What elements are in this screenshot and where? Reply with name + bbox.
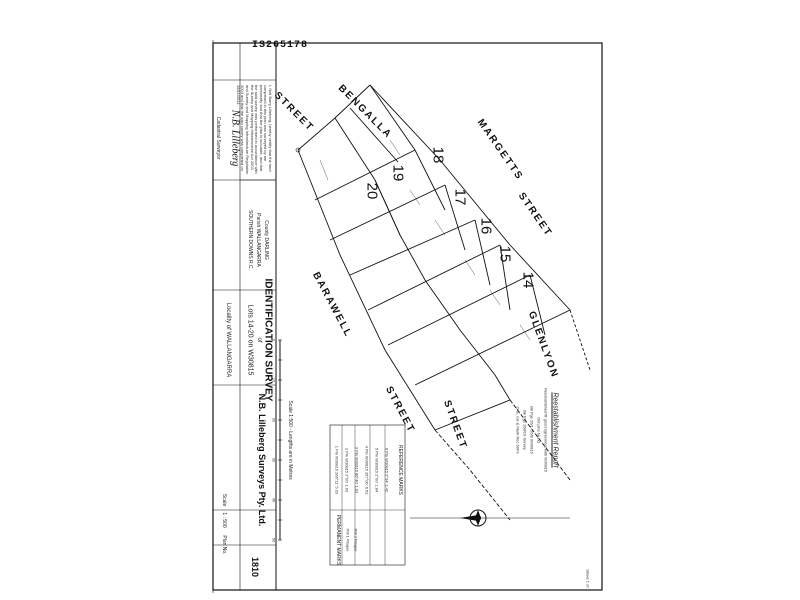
plan-lga: SOUTHERN DOWNS R.C. [247,210,253,270]
parcel-lines [297,84,591,521]
north-arrow-icon [410,509,570,527]
plan-parish: Parish WALLANGARRA [255,213,261,267]
lot-number: 17 [451,188,469,206]
table-row: 5 Pin W30815 2°00' 1.84 [374,447,380,493]
plan-number: 1810 [250,556,260,578]
survey-plan-drawing [212,40,603,593]
scale-tick-label: 0 [271,338,277,342]
plan-title-of: of [256,337,262,343]
signature-caption: Cadastral Surveyor [215,116,221,160]
plan-county: County DARLING [263,220,269,260]
company-name: N.B. Lilleberg Surveys Pty. Ltd. [257,393,267,527]
sheet-info: Sheet 1 of 1 [585,569,591,591]
scale-note: Scale 1:500 - Lengths are in Metres [287,400,293,480]
permanent-mark-row: PM 2 Plaque [353,528,359,552]
reestablishment-line: Old pins found [536,417,542,443]
survey-plan-sheet: IS265178 BENGALLA STREET MARGETTS STREET… [210,40,605,593]
reestablishment-line: Bk Pgs 168/19 Survey [522,410,528,450]
scale-tick-label: 50 [271,537,277,543]
surveyor-signature: N.B. Lilleberg [229,109,241,167]
reestablishment-heading: Reestablishment Report [551,392,559,468]
lot-number: 15 [496,245,514,263]
reestablishment-line: Orts, cut & Mark Rec 60Ps [515,406,521,454]
reference-marks-heading: REFERENCE MARKS [397,444,403,496]
permanent-marks-heading: PERMANENT MARKS [335,514,341,566]
scale-tick-label: 20 [271,417,277,423]
table-row: 6 Pin W30815 3°34' 2.42 [384,447,390,493]
margetts-frontage [369,84,571,311]
surveyor-certificate: I, Neil Barry Lilleberg, hereby certify … [235,85,273,175]
plan-locality: Locality of WALLANGARRA [225,302,231,378]
plan-no-label: Plan No. [221,535,227,555]
lot-number: 18 [429,146,447,164]
plan-lots: Lots 14-20 on W30815 [246,304,254,376]
lot-number: 19 [389,164,407,182]
barawell-frontage [297,149,436,431]
reference-marks-table-frame [329,424,406,566]
lot-number: 20 [363,182,381,200]
scale-tick-label: 10 [271,377,277,383]
bearing-marks [319,139,531,341]
table-row: 4 Pin W30815 267°00' 6.53 [364,445,370,495]
table-row: 2 Pin W30815 2°00' 1.63 [344,447,350,493]
table-row: 1 Pin W30815 266°11' 5.03 [334,445,340,495]
permanent-mark-row: PM 1 Plaque [345,528,351,552]
lot-number: 14 [519,271,537,289]
scale-bar-ticks [278,339,282,541]
table-row: 3 Pin W30815 86°40' 1.63 [354,446,360,494]
lot-number: 16 [477,217,495,235]
scale-value: 1 : 500 [221,512,227,528]
scale-label: Scale [221,493,227,507]
scale-tick-label: 40 [271,497,277,503]
reestablishment-line: Bk Pgs 26/1, 26/8 W30815 [529,406,535,454]
reestablishment-line: Reestablished fit good agreement with W3… [543,387,549,473]
document-id: IS265178 [252,40,309,51]
scale-tick-label: 30 [271,457,277,463]
